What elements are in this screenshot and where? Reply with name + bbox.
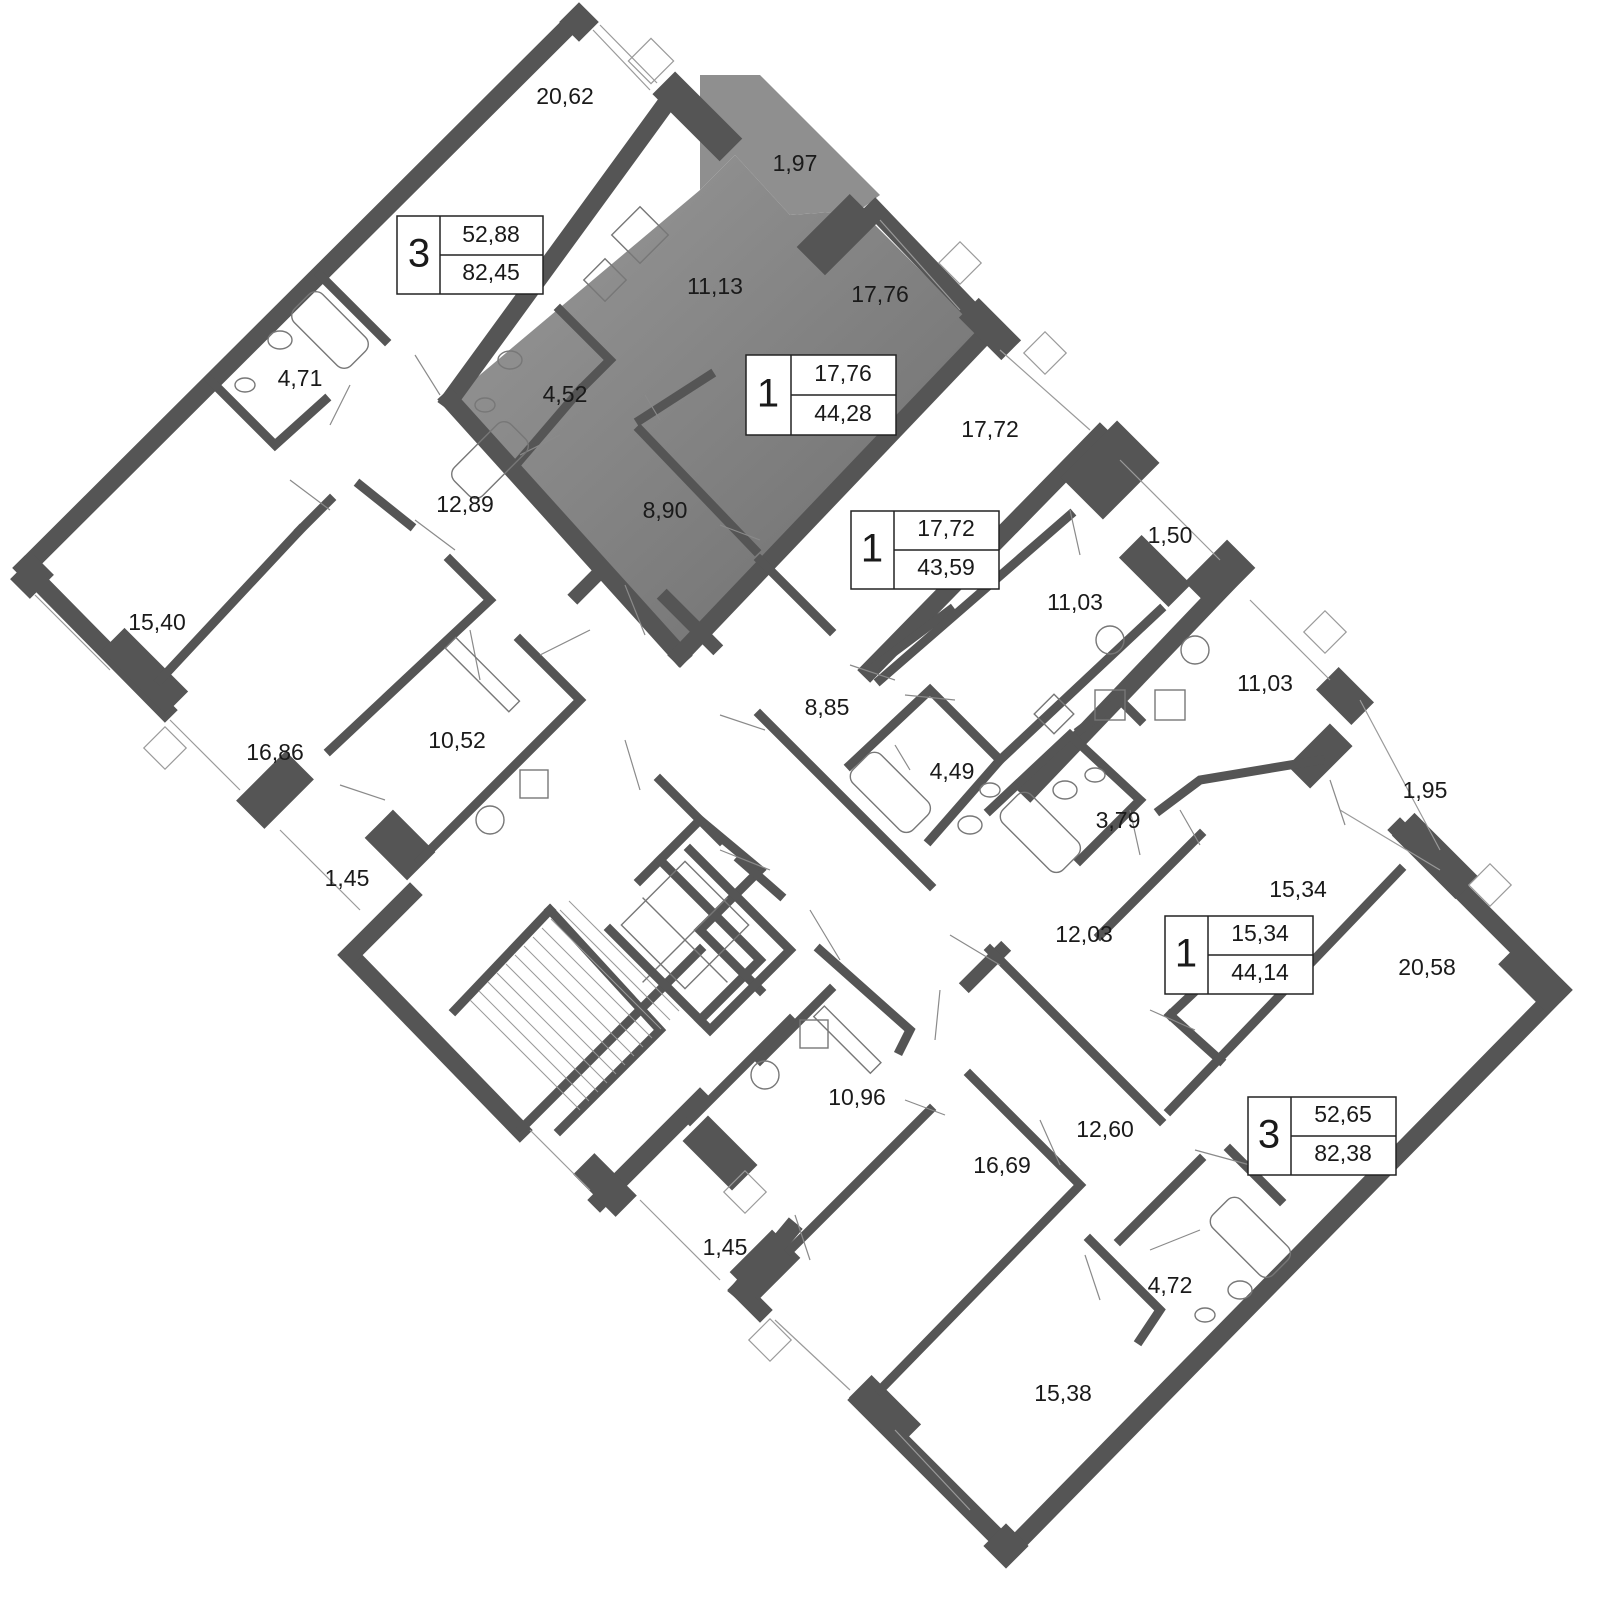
room-area: 8,85 [805, 694, 850, 720]
stair-tread [568, 900, 680, 1012]
apartment-total-area: 82,45 [462, 259, 520, 285]
stair-tread [550, 918, 662, 1030]
stair-tread [496, 972, 608, 1084]
room-area: 15,38 [1034, 1380, 1092, 1406]
room-area: 11,03 [1237, 670, 1293, 696]
room-area: 20,62 [536, 83, 594, 109]
apartment-rooms: 3 [408, 232, 430, 276]
apartment-badge[interactable]: 1 15,34 44,14 [1164, 915, 1314, 995]
room-area: 12,60 [1076, 1116, 1134, 1142]
room-area: 11,03 [1047, 589, 1103, 615]
room-area: 15,40 [128, 609, 186, 635]
room-area: 1,97 [773, 150, 818, 176]
room-area: 17,72 [961, 416, 1019, 442]
highlighted-balcony[interactable] [700, 75, 880, 215]
room-area: 4,71 [278, 365, 323, 391]
apartment-badge[interactable]: 1 17,72 43,59 [850, 510, 1000, 590]
room-area: 1,45 [325, 865, 370, 891]
apartment-total-area: 82,38 [1314, 1140, 1372, 1166]
stair-tread [532, 936, 644, 1048]
fixtures [234, 205, 1292, 1323]
room-area: 17,76 [851, 281, 909, 307]
apartment-living-area: 52,65 [1314, 1101, 1372, 1127]
apartment-total-area: 44,28 [814, 400, 872, 426]
room-area: 1,50 [1148, 522, 1193, 548]
stair-tread [487, 981, 599, 1093]
room-area: 16,69 [973, 1152, 1031, 1178]
room-area: 4,52 [543, 381, 588, 407]
stair-tread [505, 963, 617, 1075]
room-area: 1,95 [1403, 777, 1448, 803]
room-area: 1,45 [703, 1234, 748, 1260]
stair-tread [559, 909, 671, 1021]
apartment-badge[interactable]: 3 52,65 82,38 [1247, 1096, 1397, 1176]
room-area: 16,86 [246, 739, 304, 765]
room-area: 15,34 [1269, 876, 1327, 902]
windows [34, 24, 1513, 1511]
apartment-living-area: 15,34 [1231, 920, 1289, 946]
stair-tread [523, 945, 635, 1057]
stair-tread [514, 954, 626, 1066]
apartment-rooms: 1 [861, 527, 883, 571]
interior-walls [153, 268, 1407, 1397]
apartment-living-area: 52,88 [462, 221, 520, 247]
room-area: 11,13 [687, 273, 743, 299]
room-area: 12,03 [1055, 921, 1113, 947]
room-area: 12,89 [436, 491, 494, 517]
apartment-badge[interactable]: 3 52,88 82,45 [396, 215, 544, 295]
doors [289, 354, 1346, 1301]
apartment-rooms: 1 [1175, 932, 1197, 976]
room-area: 10,96 [828, 1084, 886, 1110]
apartment-rooms: 3 [1258, 1113, 1280, 1157]
room-area: 4,49 [930, 758, 975, 784]
stairwell [448, 900, 680, 1137]
highlighted-apartment[interactable] [450, 155, 985, 655]
apartment-living-area: 17,76 [814, 360, 872, 386]
room-area: 4,72 [1148, 1272, 1193, 1298]
apartment-total-area: 44,14 [1231, 959, 1289, 985]
elevator [603, 843, 797, 1037]
room-area: 20,58 [1398, 954, 1456, 980]
room-area: 10,52 [428, 727, 486, 753]
stair-tread [469, 999, 581, 1111]
room-area: 8,90 [643, 497, 688, 523]
apartment-badge[interactable]: 1 17,76 44,28 [745, 354, 897, 436]
stair-tread [478, 990, 590, 1102]
room-area: 3,79 [1096, 807, 1141, 833]
room-labels: 20,62 1,97 11,13 17,76 4,71 4,52 12,89 8… [128, 83, 1456, 1406]
apartment-rooms: 1 [757, 372, 779, 416]
apartment-living-area: 17,72 [917, 515, 975, 541]
stair-tread [541, 927, 653, 1039]
pillars [10, 2, 1572, 1569]
apartment-total-area: 43,59 [917, 554, 975, 580]
